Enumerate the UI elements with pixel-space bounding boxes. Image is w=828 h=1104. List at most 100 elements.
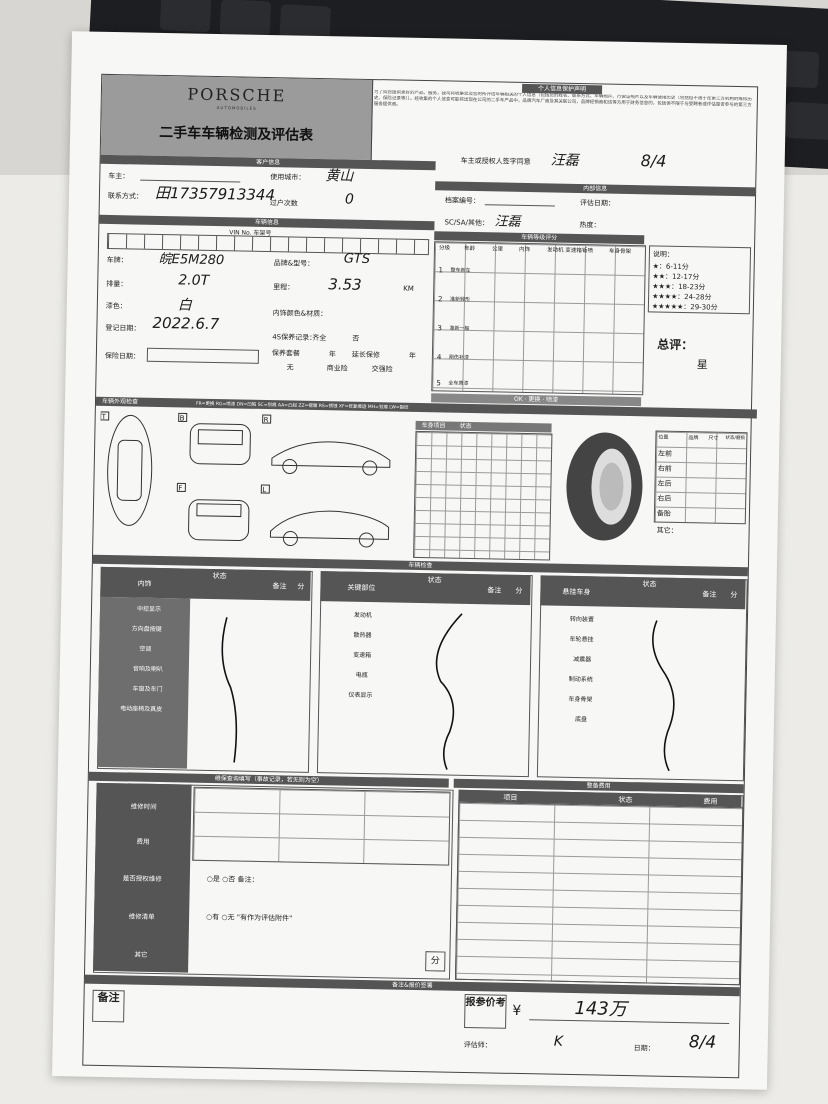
insurance-date-box (146, 347, 260, 364)
body-status-label: 状态 (459, 422, 472, 430)
suspension-score: 分 (730, 590, 738, 600)
displacement-label: 排量： (106, 279, 128, 289)
currency-symbol: ¥ (512, 1002, 522, 1020)
grade-header-age: 车龄 (463, 245, 476, 253)
maint-opt-none: 无 (286, 363, 294, 372)
view-top-label: T (101, 413, 107, 421)
grade-row-2: 2 (437, 295, 443, 304)
maint-authorized-options: ○是 ○否 备注： (206, 874, 259, 884)
maint-opt-year-1: 年 (328, 350, 337, 359)
quote-line (529, 1019, 730, 1025)
color-value: 白 (177, 297, 193, 314)
suspension-remark: 备注 (702, 590, 717, 599)
eval-date-label: 评估日期： (579, 199, 615, 208)
owner-signature: 汪磊 (550, 152, 579, 169)
maint-list-options: ○有 ○无 "有作为评估附件" (206, 912, 293, 923)
suspension-title: 悬挂车身 (562, 587, 591, 597)
file-no-line (484, 204, 555, 207)
tire-row-fr: 右前 (657, 464, 672, 473)
quote-value: 143万 (574, 998, 627, 1021)
car-diagrams: T B R F L (100, 411, 391, 548)
tire-other-label: 其它： (656, 526, 678, 535)
reg-date-label: 登记日期： (105, 323, 141, 333)
maint-opt-no: 否 (352, 334, 360, 343)
interior-status: 状态 (212, 572, 227, 581)
inspection-sheet: PORSCHE AUTOMOBILES 二手车车辆检测及评估表 个人信息保护声明… (52, 31, 787, 1090)
interior-label: 内饰颜色&材质： (272, 309, 328, 319)
refurb-grid (454, 801, 744, 986)
vin-boxes (106, 232, 430, 256)
view-right-label: R (264, 416, 269, 424)
body-item-label: 车身项目 (421, 422, 446, 430)
tire-header-brand: 品牌 (688, 435, 699, 442)
grade-row-4: 4 (436, 353, 442, 362)
flag-paint: 喷漆 (546, 396, 559, 404)
flag-replace: 更换 (528, 396, 541, 404)
form-frame: PORSCHE AUTOMOBILES 二手车车辆检测及评估表 个人信息保护声明… (82, 73, 759, 1079)
total-score-label: 总评： (657, 337, 694, 353)
brand-model-label: 品牌&型号： (273, 259, 315, 268)
interior-score: 分 (297, 582, 305, 591)
maint-opt-compulsory: 交强险 (371, 365, 393, 374)
maint-time-label: 维修时间 (130, 802, 157, 811)
total-score-unit: 星 (696, 358, 708, 372)
sc-value: 汪磊 (494, 214, 521, 230)
maint-record-label: 4S保养记录： (272, 333, 317, 342)
maint-authorized-label: 是否授权维修 (122, 874, 162, 884)
key-parts-title: 关键部位 (347, 583, 376, 593)
key-parts-remark: 备注 (487, 586, 502, 595)
key-parts-status: 状态 (427, 576, 442, 585)
suspension-status: 状态 (642, 580, 657, 589)
plate-value: 皖E5M280 (158, 251, 225, 269)
maintenance-grid (192, 786, 451, 866)
grade-legend-1: ★：6-11分 (652, 262, 689, 272)
interior-title: 内饰 (137, 579, 152, 588)
mileage-unit: KM (403, 284, 414, 293)
quote-box: 报参价考 (464, 993, 507, 1029)
maint-opt-package: 保养套餐 (271, 349, 301, 358)
grade-row-2-age: 准新轻形 (449, 296, 471, 303)
tire-header-status: 状态/磨损 (725, 435, 745, 442)
keyboard-key (159, 0, 212, 33)
grade-header-frame: 车身骨架 (608, 248, 632, 256)
phone-value: 田17357913344 (154, 183, 276, 205)
tire-header-pos: 位置 (658, 434, 669, 441)
internal-section-bar: 内部信息 (435, 181, 756, 197)
view-back-label: B (180, 414, 185, 422)
grade-row-1: 1 (438, 266, 444, 275)
grade-header-km: 公里 (491, 246, 504, 253)
privacy-text: 为了向您提供更好的产品、服务，我司将收集您及您的所评估车辆相关的个人信息（包括您… (373, 90, 752, 109)
maint-list-label: 维修清单 (128, 912, 155, 921)
grade-header-engine: 发动机 变速箱 (546, 247, 582, 255)
notes-box: 备注 (92, 989, 125, 1023)
handwritten-checkmarks (221, 613, 675, 772)
city-value: 黄山 (325, 168, 354, 185)
appraiser-signature: K (553, 1033, 564, 1050)
footer-date-value: 8/4 (688, 1032, 717, 1053)
refurb-header-item: 项目 (503, 793, 518, 802)
footer-date-label: 日期： (633, 1044, 655, 1053)
form-title: 二手车车辆检测及评估表 (159, 124, 314, 144)
grade-row-1-age: 整车新车 (450, 267, 471, 274)
grade-row-4-age: 剐伤补漆 (448, 354, 469, 361)
owner-label: 车主： (108, 171, 130, 181)
model-value: GTS (343, 251, 371, 267)
reg-date-value: 2022.6.7 (152, 313, 220, 334)
mileage-label: 里程： (273, 283, 295, 292)
grade-row-3-age: 准新一般 (449, 325, 470, 332)
grade-row-5-age: 全车原漆 (448, 380, 469, 387)
plate-label: 车牌： (106, 255, 128, 265)
maint-fee-label: 费用 (136, 837, 150, 846)
form-header: PORSCHE AUTOMOBILES 二手车车辆检测及评估表 (100, 74, 374, 161)
key-parts-score: 分 (515, 586, 523, 595)
tire-image (566, 432, 643, 541)
grade-header-paint: 钣喷 (581, 248, 594, 255)
displacement-value: 2.0T (178, 272, 210, 289)
interior-remark: 备注 (272, 582, 287, 591)
tire-row-rr: 右后 (657, 494, 672, 503)
file-no-label: 档案编号： (444, 196, 480, 206)
insurance-label: 保险日期： (104, 351, 140, 361)
refurb-header-status: 状态 (618, 795, 633, 805)
phone-label: 联系方式： (107, 191, 144, 201)
grade-header-interior: 内饰 (518, 246, 531, 254)
